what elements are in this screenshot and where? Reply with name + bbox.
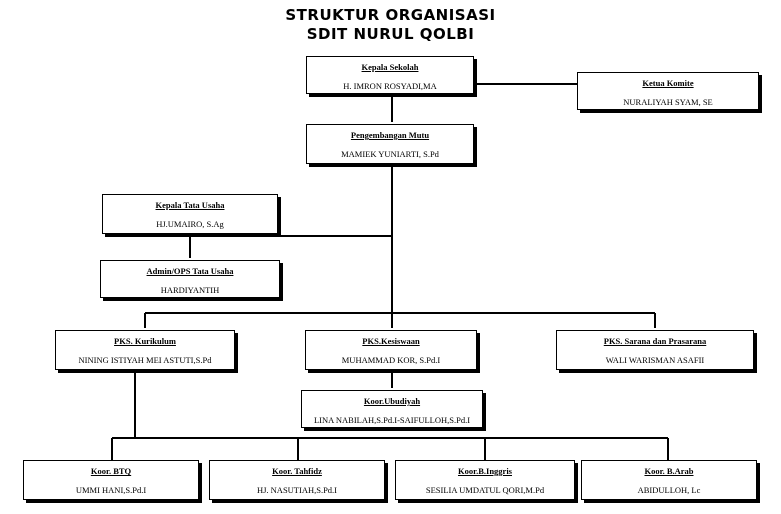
node-name: WALI WARISMAN ASAFII <box>605 355 705 365</box>
node-role: PKS.Kesiswaan <box>362 336 420 346</box>
node-role: Admin/OPS Tata Usaha <box>146 266 234 276</box>
node-name: MAMIEK YUNIARTI, S.Pd <box>341 149 439 159</box>
node-admin-ops-tata-usaha: Admin/OPS Tata Usaha HARDIYANTIH <box>100 260 280 298</box>
node-role: Koor. BTQ <box>90 466 132 476</box>
node-kepala-sekolah: Kepala Sekolah H. IMRON ROSYADI,MA <box>306 56 474 94</box>
node-name: LINA NABILAH,S.Pd.I-SAIFULLOH,S.Pd.I <box>313 415 471 425</box>
node-name: HJ. NASUTIAH,S.Pd.I <box>256 485 338 495</box>
node-koor-ubudiyah: Koor.Ubudiyah LINA NABILAH,S.Pd.I-SAIFUL… <box>301 390 483 428</box>
node-role: PKS. Kurikulum <box>114 336 176 346</box>
node-kepala-tata-usaha: Kepala Tata Usaha HJ.UMAIRO, S.Ag <box>102 194 278 234</box>
node-name: NURALIYAH SYAM, SE <box>623 97 713 107</box>
node-role: Kepala Sekolah <box>361 62 419 72</box>
node-role: PKS. Sarana dan Prasarana <box>603 336 707 346</box>
node-ketua-komite: Ketua Komite NURALIYAH SYAM, SE <box>577 72 759 110</box>
node-koor-inggris: Koor.B.Inggris SESILIA UMDATUL QORI,M.Pd <box>395 460 575 500</box>
chart-title-line1: STRUKTUR ORGANISASI <box>285 6 496 24</box>
node-pks-sarana-prasarana: PKS. Sarana dan Prasarana WALI WARISMAN … <box>556 330 754 370</box>
node-name: UMMI HANI,S.Pd.I <box>75 485 147 495</box>
node-name: ABIDULLOH, Lc <box>637 485 701 495</box>
node-name: MUHAMMAD KOR, S.Pd.I <box>341 355 441 365</box>
node-koor-tahfidz: Koor. Tahfidz HJ. NASUTIAH,S.Pd.I <box>209 460 385 500</box>
node-pks-kurikulum: PKS. Kurikulum NINING ISTIYAH MEI ASTUTI… <box>55 330 235 370</box>
node-role: Ketua Komite <box>642 78 694 88</box>
node-name: H. IMRON ROSYADI,MA <box>343 81 437 91</box>
chart-title-line2: SDIT NURUL QOLBI <box>306 25 475 43</box>
node-name: HJ.UMAIRO, S.Ag <box>156 219 224 229</box>
node-koor-arab: Koor. B.Arab ABIDULLOH, Lc <box>581 460 757 500</box>
node-role: Koor. Tahfidz <box>272 466 322 476</box>
node-role: Koor. B.Arab <box>644 466 694 476</box>
node-name: HARDIYANTIH <box>160 285 220 295</box>
node-role: Koor.Ubudiyah <box>363 396 421 406</box>
node-koor-btq: Koor. BTQ UMMI HANI,S.Pd.I <box>23 460 199 500</box>
node-pengembangan-mutu: Pengembangan Mutu MAMIEK YUNIARTI, S.Pd <box>306 124 474 164</box>
node-name: SESILIA UMDATUL QORI,M.Pd <box>425 485 545 495</box>
node-role: Koor.B.Inggris <box>457 466 512 476</box>
node-role: Pengembangan Mutu <box>350 130 430 140</box>
node-role: Kepala Tata Usaha <box>155 200 225 210</box>
node-name: NINING ISTIYAH MEI ASTUTI,S.Pd <box>78 355 212 365</box>
node-pks-kesiswaan: PKS.Kesiswaan MUHAMMAD KOR, S.Pd.I <box>305 330 477 370</box>
